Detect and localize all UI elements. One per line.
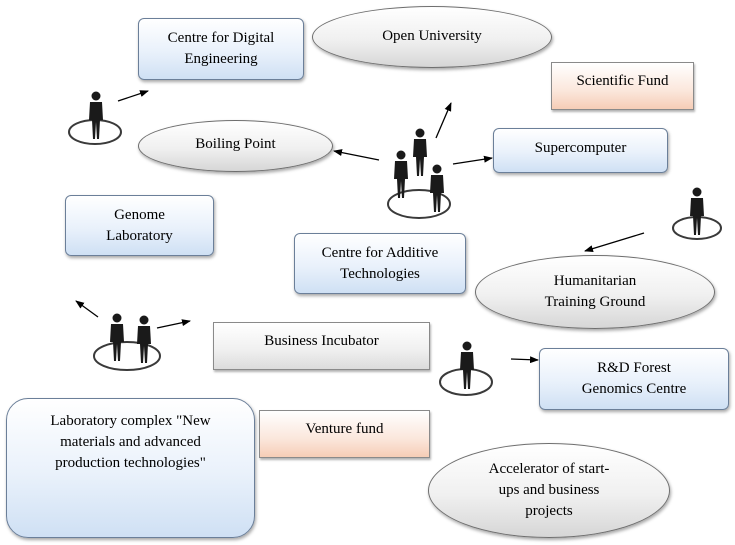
node-venture-fund: Venture fund	[259, 410, 430, 458]
arrow-icon	[117, 90, 149, 102]
node-forest-genomics: R&D Forest Genomics Centre	[539, 348, 729, 410]
arrow-icon	[156, 319, 191, 329]
node-accelerator: Accelerator of start- ups and business p…	[428, 443, 670, 538]
node-humanitarian-training: Humanitarian Training Ground	[475, 255, 715, 329]
arrow-icon	[333, 149, 380, 161]
arrow-icon	[584, 232, 645, 253]
node-additive-technologies: Centre for Additive Technologies	[294, 233, 466, 294]
node-scientific-fund: Scientific Fund	[551, 62, 694, 110]
node-digital-engineering: Centre for Digital Engineering	[138, 18, 304, 80]
person-icon	[439, 341, 493, 396]
node-genome-laboratory: Genome Laboratory	[65, 195, 214, 256]
node-supercomputer: Supercomputer	[493, 128, 668, 173]
node-business-incubator: Business Incubator	[213, 322, 430, 370]
node-lab-complex: Laboratory complex "New materials and ad…	[6, 398, 255, 538]
arrow-icon	[452, 155, 493, 165]
arrow-icon	[435, 102, 452, 139]
arrow-icon	[75, 300, 99, 318]
people-group-icon	[387, 128, 451, 219]
person-icon	[672, 187, 722, 240]
person-icon	[68, 91, 122, 145]
node-boiling-point: Boiling Point	[138, 120, 333, 172]
people-group-icon	[93, 313, 161, 371]
node-open-university: Open University	[312, 6, 552, 68]
arrow-icon	[510, 356, 539, 364]
